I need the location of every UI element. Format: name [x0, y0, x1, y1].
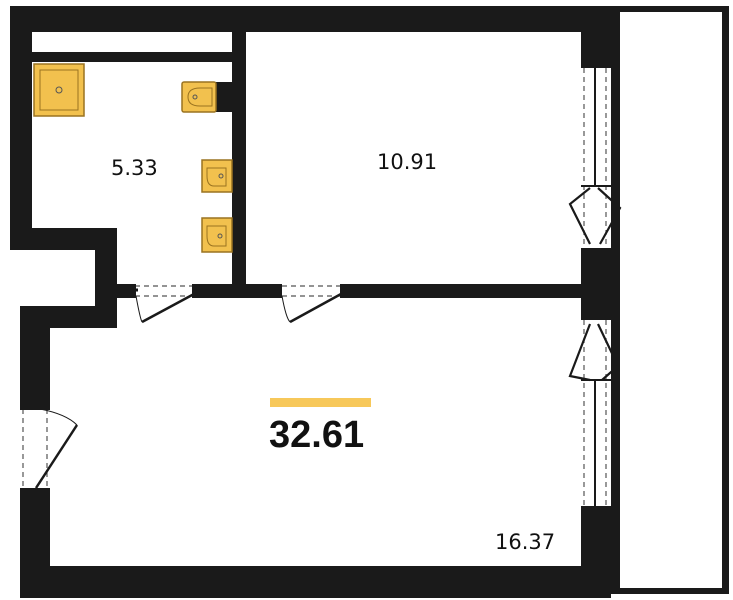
door-swing-icon	[289, 292, 342, 324]
door-swing-icon	[34, 424, 79, 489]
sink-icon	[201, 159, 233, 193]
interior-doors	[20, 284, 346, 493]
shower-tray-icon	[33, 63, 85, 117]
window-icon	[22, 68, 607, 506]
balcony-area	[620, 12, 722, 588]
interior-walls	[32, 28, 584, 298]
toilet-icon	[181, 81, 232, 113]
bedroom-area-label: 10.91	[377, 150, 438, 174]
washing-machine-icon	[201, 217, 233, 253]
total-area-accent-bar	[270, 398, 371, 407]
bathroom-fixtures	[33, 63, 233, 253]
living-area-label: 16.37	[495, 530, 556, 554]
bathroom-area-label: 5.33	[111, 156, 158, 180]
door-swing-icon	[141, 292, 195, 324]
outer-walls	[10, 6, 611, 598]
window-sash	[581, 68, 611, 506]
total-area-label: 32.61	[269, 414, 365, 456]
door-swing-icon	[568, 187, 622, 382]
